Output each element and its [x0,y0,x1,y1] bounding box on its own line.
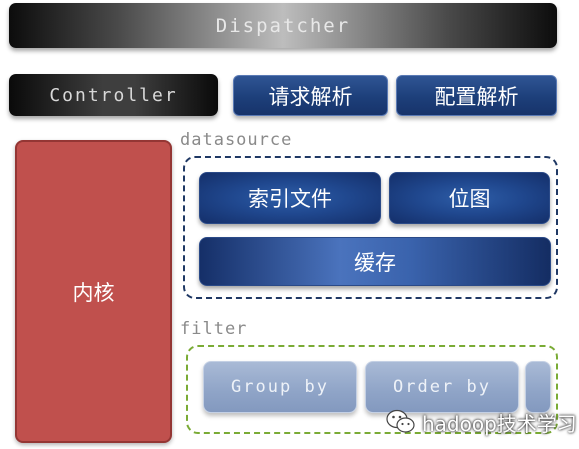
group-by-block: Group by [203,361,357,413]
wechat-icon [386,409,415,433]
order-by-block: Order by [365,361,519,413]
kernel-block: 内核 [15,140,172,443]
order-by-label: Order by [393,377,491,397]
watermark: hadoop技术学习 [386,404,577,440]
datasource-label: datasource [180,130,293,150]
bitmap-label: 位图 [448,187,491,211]
cache-label: 缓存 [354,250,396,275]
config-parse-block: 配置解析 [396,75,557,116]
request-parse-label: 请求解析 [268,84,353,109]
dispatcher-block: Dispatcher [9,3,557,48]
controller-label: Controller [49,84,178,106]
config-parse-label: 配置解析 [434,84,519,109]
group-by-label: Group by [231,377,329,397]
filter-frame [186,345,558,434]
filter-label: filter [180,319,248,339]
cache-block: 缓存 [199,237,551,286]
index-file-label: 索引文件 [248,187,332,211]
request-parse-block: 请求解析 [233,75,388,116]
bitmap-block: 位图 [389,172,550,224]
kernel-label: 内核 [72,280,115,305]
datasource-frame [183,156,558,299]
controller-block: Controller [9,74,218,116]
filter-extra-block [525,361,551,413]
index-file-block: 索引文件 [199,172,381,224]
watermark-text: hadoop技术学习 [422,411,577,436]
dispatcher-label: Dispatcher [215,14,351,37]
